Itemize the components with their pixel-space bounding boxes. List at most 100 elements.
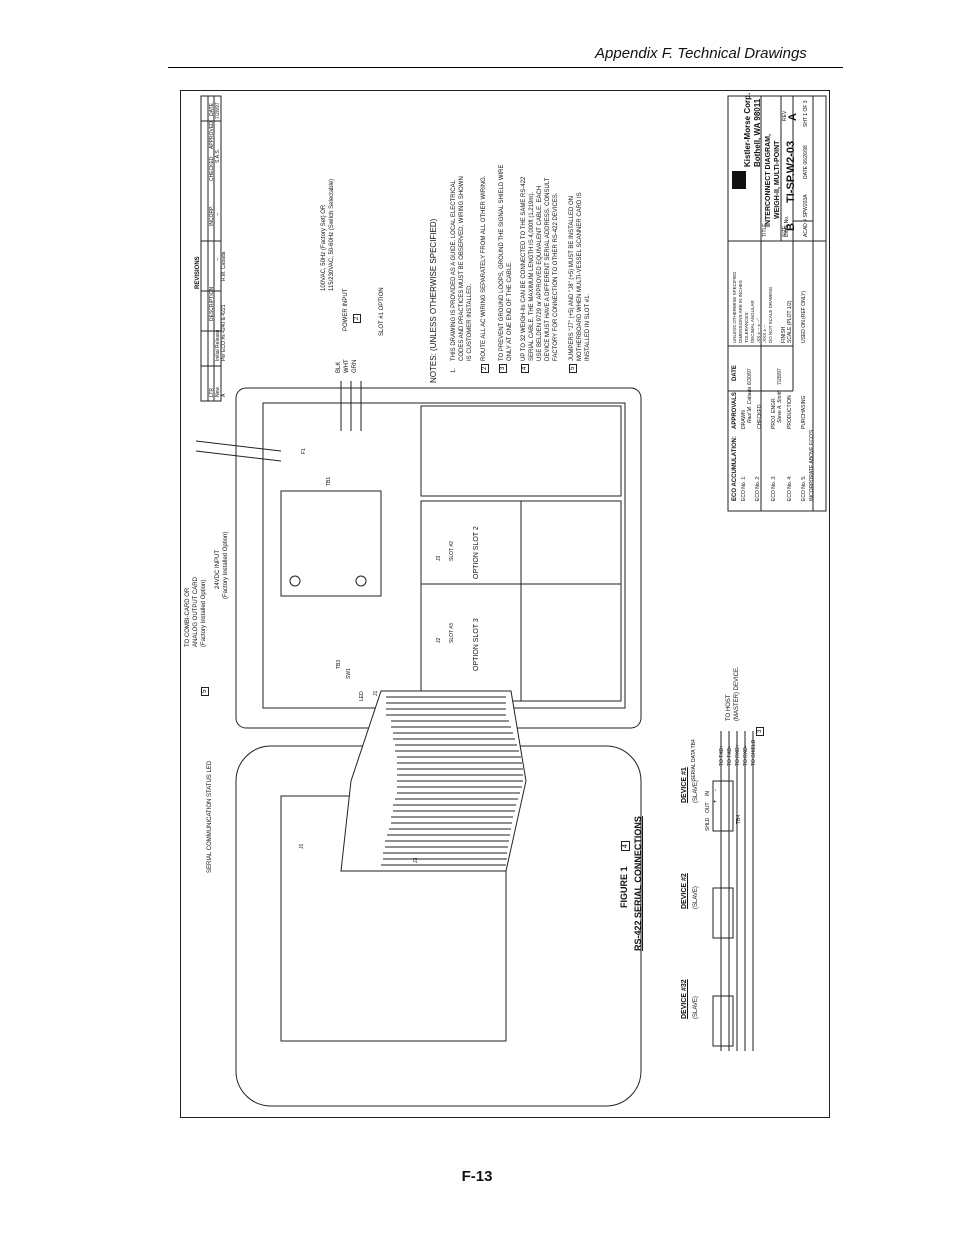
proj-engr-date: 7/28/97 bbox=[777, 368, 783, 385]
revision-row-1-date: 7/28/97 bbox=[215, 102, 221, 119]
combi-card-line-2: ANALOG OUTPUT CARD bbox=[193, 577, 199, 647]
acad-number: ACAD # SPW203A bbox=[803, 194, 809, 237]
note-4-line-1: UP TO 32 WEIGH-IIs CAN BE CONNECTED TO T… bbox=[521, 176, 527, 361]
host-label-1: TO HOST bbox=[726, 694, 732, 721]
note-1-number: 1. bbox=[451, 367, 457, 373]
note-4-line-5: FACTORY FOR CONNECTION TO OTHER RS-422 D… bbox=[553, 192, 559, 361]
host-txd-minus: TO TXD- bbox=[727, 746, 733, 766]
note-2-number: 2 bbox=[481, 363, 489, 373]
tb4-label: TB4 bbox=[736, 814, 742, 824]
option-slot-2-label: OPTION SLOT 2 bbox=[473, 526, 480, 579]
drawing-number: TI-SP.W2-03 bbox=[785, 140, 797, 203]
revision-col-5: APPROVED bbox=[209, 121, 215, 149]
slot-2-connector: SLOT #2 bbox=[449, 541, 455, 561]
production-label: PRODUCTION bbox=[787, 395, 793, 429]
revision-row-2-ltr: A bbox=[221, 393, 227, 397]
drawn-date: 6/30/97 bbox=[747, 368, 753, 385]
power-input-label: POWER INPUT bbox=[343, 288, 349, 331]
eco-row-5: ECO No. 5: bbox=[801, 475, 807, 501]
terminal-minus: - bbox=[713, 789, 719, 791]
terminal-in: IN bbox=[705, 791, 711, 796]
power-spec-1: 100VAC, 50Hz (Factory Set) OR bbox=[321, 204, 327, 291]
note-ref-5: 5 bbox=[201, 686, 209, 696]
tolerance-line-1: UNLESS OTHERWISE SPECIFIED bbox=[732, 271, 737, 343]
board-label-tb3: TB3 bbox=[336, 659, 342, 669]
door-label-j3: J3 bbox=[413, 857, 419, 863]
revision-row-1-checked: -- bbox=[215, 212, 221, 216]
eco-row-4: ECO No. 4: bbox=[787, 475, 793, 501]
wire-grn: GRN bbox=[352, 359, 358, 373]
terminal-shld: SHLD bbox=[705, 817, 711, 831]
host-txd-plus: TO TXD+ bbox=[719, 744, 725, 766]
host-shield: TO SHIELD bbox=[751, 739, 757, 766]
dc-input-line-1: 24VDC INPUT bbox=[215, 549, 221, 589]
notes-title: NOTES: (UNLESS OTHERWISE SPECIFIED) bbox=[429, 218, 438, 383]
technical-drawing: REVISIONS LTR DESCRIPTION INCORP. CHECKE… bbox=[180, 90, 830, 1118]
figure-title: FIGURE 1 bbox=[619, 866, 629, 908]
tolerance-line-7: DO NOT SCALE DRAWING bbox=[768, 286, 773, 343]
revision-row-1-approved: S.A.S. bbox=[215, 148, 221, 163]
power-spec-2: 115/230VAC, 50-60Hz (Switch Selectable) bbox=[329, 178, 335, 291]
note-ref-2: 2 bbox=[353, 313, 361, 323]
tb4-device-32 bbox=[712, 995, 734, 1047]
figure-subtitle: RS-422 SERIAL CONNECTIONS bbox=[633, 816, 643, 951]
sheet-number: SHT 1 OF 3 bbox=[803, 100, 809, 127]
note-1-line-3: IS CUSTOMER INSTALLED. bbox=[467, 283, 473, 361]
host-label-2: (MASTER) DEVICE. bbox=[734, 666, 740, 721]
device-32-role: (SLAVE) bbox=[693, 996, 699, 1019]
terminal-plus: + bbox=[713, 799, 719, 803]
device-1-role: (SLAVE) bbox=[693, 780, 699, 803]
revisions-heading: REVISIONS bbox=[195, 256, 201, 289]
door-label-j1: J1 bbox=[299, 843, 305, 849]
note-5-line-3: INSTALLED IN SLOT #1. bbox=[585, 293, 591, 361]
option-slot-3-label: OPTION SLOT 3 bbox=[473, 618, 480, 671]
tb4-device-1 bbox=[712, 780, 734, 832]
drawing-lines bbox=[195, 95, 827, 1107]
company-city: Bothell, WA 98011 bbox=[753, 98, 762, 167]
note-2-line-1: ROUTE ALL AC WIRING SEPARATELY FROM ALL … bbox=[481, 175, 487, 361]
combi-card-line-3: (Factory Installed Option) bbox=[201, 579, 207, 647]
note-3-number: 3 bbox=[499, 363, 507, 373]
tolerance-line-2: DIMENSIONS ARE IN INCHES bbox=[738, 280, 743, 343]
note-4-number: 4 bbox=[521, 363, 529, 373]
note-4-line-3: USE BELDEN 9729 or APPROVED EQUIVALENT C… bbox=[537, 185, 543, 361]
host-rxd-minus: TO RXD- bbox=[743, 745, 749, 766]
wire-blk: BLK bbox=[336, 361, 342, 373]
eco-incorporate: INCORPORATE ABOVE ECO'S bbox=[809, 429, 815, 501]
note-3-line-1: TO PREVENT GROUND LOOPS, GROUND THE SIGN… bbox=[499, 164, 505, 361]
device-1-name: DEVICE #1 bbox=[681, 767, 688, 803]
terminal-serial-label: SERIAL DATA TB4 bbox=[691, 739, 697, 781]
motherboard bbox=[262, 402, 626, 709]
proj-engr-by: Steve A. Smith bbox=[777, 390, 783, 423]
combi-card-line-1: TO COMBI-CARD OR bbox=[185, 587, 191, 647]
drawing-title-2: WEIGH-II, MULTI-POINT bbox=[774, 140, 781, 219]
device-32-name: DEVICE #32 bbox=[681, 979, 688, 1019]
drawing-date: DATE 06/26/98 bbox=[803, 145, 809, 179]
wire-wht: WHT bbox=[344, 359, 350, 373]
eco-row-2: ECO No. 2: bbox=[755, 475, 761, 501]
revision-row-2-desc: Per ECO #s 4240 & 4221 bbox=[221, 304, 227, 361]
eco-header: ECO ACCUMULATION: bbox=[732, 436, 738, 501]
note-4-line-2: SERIAL CABLE. THE MAXIMUM LENGTH IS 4,00… bbox=[529, 191, 535, 361]
device-2-role: (SLAVE) bbox=[693, 886, 699, 909]
company-name: Kistler-Morse Corp. bbox=[743, 92, 752, 167]
note-5-line-2: MOTHERBOARD WHEN MULTI-VESSEL SCANNER CA… bbox=[577, 192, 583, 361]
page-number: F-13 bbox=[461, 1168, 493, 1185]
eco-row-1: ECO No. 1: bbox=[741, 475, 747, 501]
revision-letter: A bbox=[787, 113, 799, 121]
slot-3-connector: SLOT #3 bbox=[449, 623, 455, 643]
board-label-led: LED bbox=[359, 691, 365, 701]
dc-input-line-2: (Factory Installed Option) bbox=[223, 531, 229, 599]
tolerance-line-4: DECIMAL ANGULAR bbox=[750, 300, 755, 343]
host-rxd-plus: TO RXD+ bbox=[735, 744, 741, 766]
note-5-line-1: JUMPERS "J7" (+5) AND "J8" (+5) MUST BE … bbox=[569, 195, 575, 361]
note-1-line-2: CODES AND PRACTICES MUST BE OBSERVED. WI… bbox=[459, 176, 465, 361]
note-1-line-1: THIS DRAWING IS PROVIDED AS A GUIDE. LOC… bbox=[451, 180, 457, 361]
header-rule bbox=[168, 67, 843, 68]
board-label-j1: J1 bbox=[373, 690, 379, 696]
note-4-line-4: DEVICE MUST HAVE A DIFFERENT SERIAL ADDR… bbox=[545, 177, 551, 361]
note-ref-4: 4 bbox=[621, 841, 630, 851]
note-5-number: 5 bbox=[569, 363, 577, 373]
drawn-by: Raul M. Cabada bbox=[747, 386, 753, 423]
board-label-tb1: TB1 bbox=[326, 476, 332, 486]
